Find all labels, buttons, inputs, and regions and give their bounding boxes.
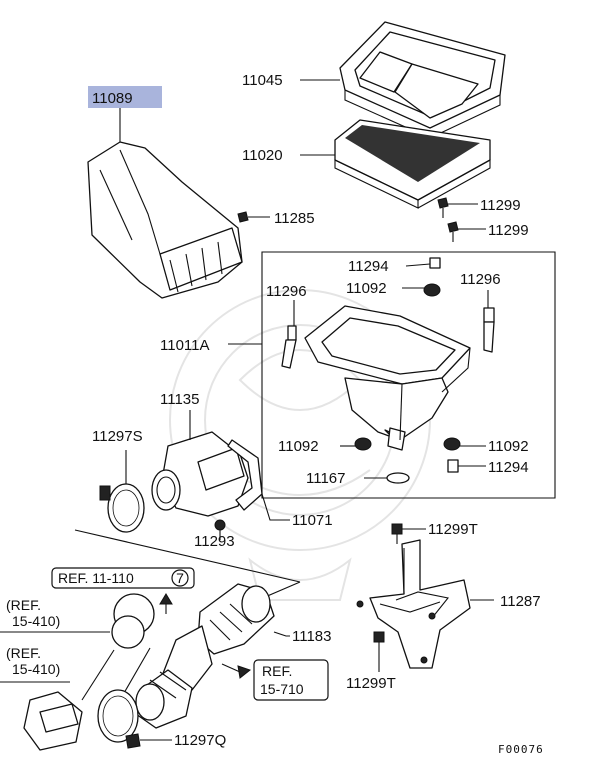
grommet-11092-lower-left[interactable] xyxy=(340,437,372,451)
air-intake-duct[interactable] xyxy=(87,141,243,299)
label-11092-b[interactable]: 11092 xyxy=(278,438,319,455)
label-11299T-a[interactable]: 11299T xyxy=(428,521,478,538)
label-11011A[interactable]: 11011A xyxy=(160,337,210,354)
label-11293[interactable]: 11293 xyxy=(194,533,235,550)
ref-box-11-110[interactable]: REF. 11-110 7 xyxy=(51,567,195,589)
clip-11285[interactable] xyxy=(237,211,270,223)
grommet-11092-upper[interactable] xyxy=(402,283,441,297)
label-11020[interactable]: 11020 xyxy=(242,147,283,164)
clamp-11297S[interactable] xyxy=(99,450,145,533)
mounting-bracket[interactable] xyxy=(356,539,494,669)
label-11092-c[interactable]: 11092 xyxy=(488,438,529,455)
clamp-11297Q[interactable] xyxy=(97,689,172,749)
ref-text-15-410-upper: (REF. 15-410) xyxy=(0,597,110,633)
bolt-11299-upper[interactable] xyxy=(437,197,478,218)
label-11183[interactable]: 11183 xyxy=(292,628,332,645)
gasket-11071[interactable] xyxy=(227,439,290,521)
label-11045[interactable]: 11045 xyxy=(242,72,283,89)
ref-arrow-up xyxy=(159,593,173,605)
highlight-11089 xyxy=(88,86,162,108)
label-11092-a[interactable]: 11092 xyxy=(346,280,387,297)
clip-11296-right[interactable] xyxy=(483,290,495,353)
bolt-11299T-upper[interactable] xyxy=(391,523,426,544)
label-11135[interactable]: 11135 xyxy=(160,391,200,408)
figure-code: F00076 xyxy=(498,743,544,756)
bolt-11299T-lower[interactable] xyxy=(373,631,385,672)
svg-text:15-410): 15-410) xyxy=(12,613,60,629)
ref-text-15-410-lower: (REF. 15-410) xyxy=(0,645,70,683)
intake-hose[interactable] xyxy=(135,583,290,729)
label-11167[interactable]: 11167 xyxy=(306,470,346,487)
label-11299-b[interactable]: 11299 xyxy=(488,222,529,239)
grommet-11092-lower-right[interactable] xyxy=(443,437,486,451)
label-11089[interactable]: 11089 xyxy=(92,90,133,107)
clip-11296-left[interactable] xyxy=(281,300,297,369)
resonator-reference xyxy=(81,593,155,701)
gasket-11167[interactable] xyxy=(364,472,410,484)
ref-box-15-710[interactable]: REF. 15-710 xyxy=(253,659,329,701)
air-cleaner-case[interactable] xyxy=(304,305,471,451)
label-11299-a[interactable]: 11299 xyxy=(480,197,521,214)
svg-text:REF.: REF. xyxy=(262,663,292,679)
bolt-11299-lower[interactable] xyxy=(447,221,486,242)
grommet-11294-upper[interactable] xyxy=(405,257,441,269)
assembly-bracket-box xyxy=(261,251,556,499)
grommet-11294-lower[interactable] xyxy=(447,459,486,473)
svg-text:REF. 11-110: REF. 11-110 xyxy=(58,570,134,586)
label-11297Q[interactable]: 11297Q xyxy=(174,732,226,749)
air-cleaner-cover[interactable] xyxy=(339,21,506,139)
svg-text:15-710: 15-710 xyxy=(260,681,304,697)
intake-reference xyxy=(23,691,83,751)
label-11287[interactable]: 11287 xyxy=(500,593,541,610)
air-filter-element[interactable] xyxy=(334,119,491,209)
svg-text:(REF.: (REF. xyxy=(6,645,41,661)
label-11285[interactable]: 11285 xyxy=(274,210,315,227)
label-11071[interactable]: 11071 xyxy=(292,512,333,529)
svg-text:15-410): 15-410) xyxy=(12,661,60,677)
label-11299T-b[interactable]: 11299T xyxy=(346,675,396,692)
svg-text:7: 7 xyxy=(176,570,184,586)
label-11294-a[interactable]: 11294 xyxy=(348,258,389,275)
nut-11293[interactable] xyxy=(214,519,226,540)
air-flow-sensor[interactable] xyxy=(151,410,249,517)
label-11294-b[interactable]: 11294 xyxy=(488,459,529,476)
label-11297S[interactable]: 11297S xyxy=(92,428,143,445)
label-11296-a[interactable]: 11296 xyxy=(266,283,307,300)
label-11296-b[interactable]: 11296 xyxy=(460,271,501,288)
svg-text:(REF.: (REF. xyxy=(6,597,41,613)
